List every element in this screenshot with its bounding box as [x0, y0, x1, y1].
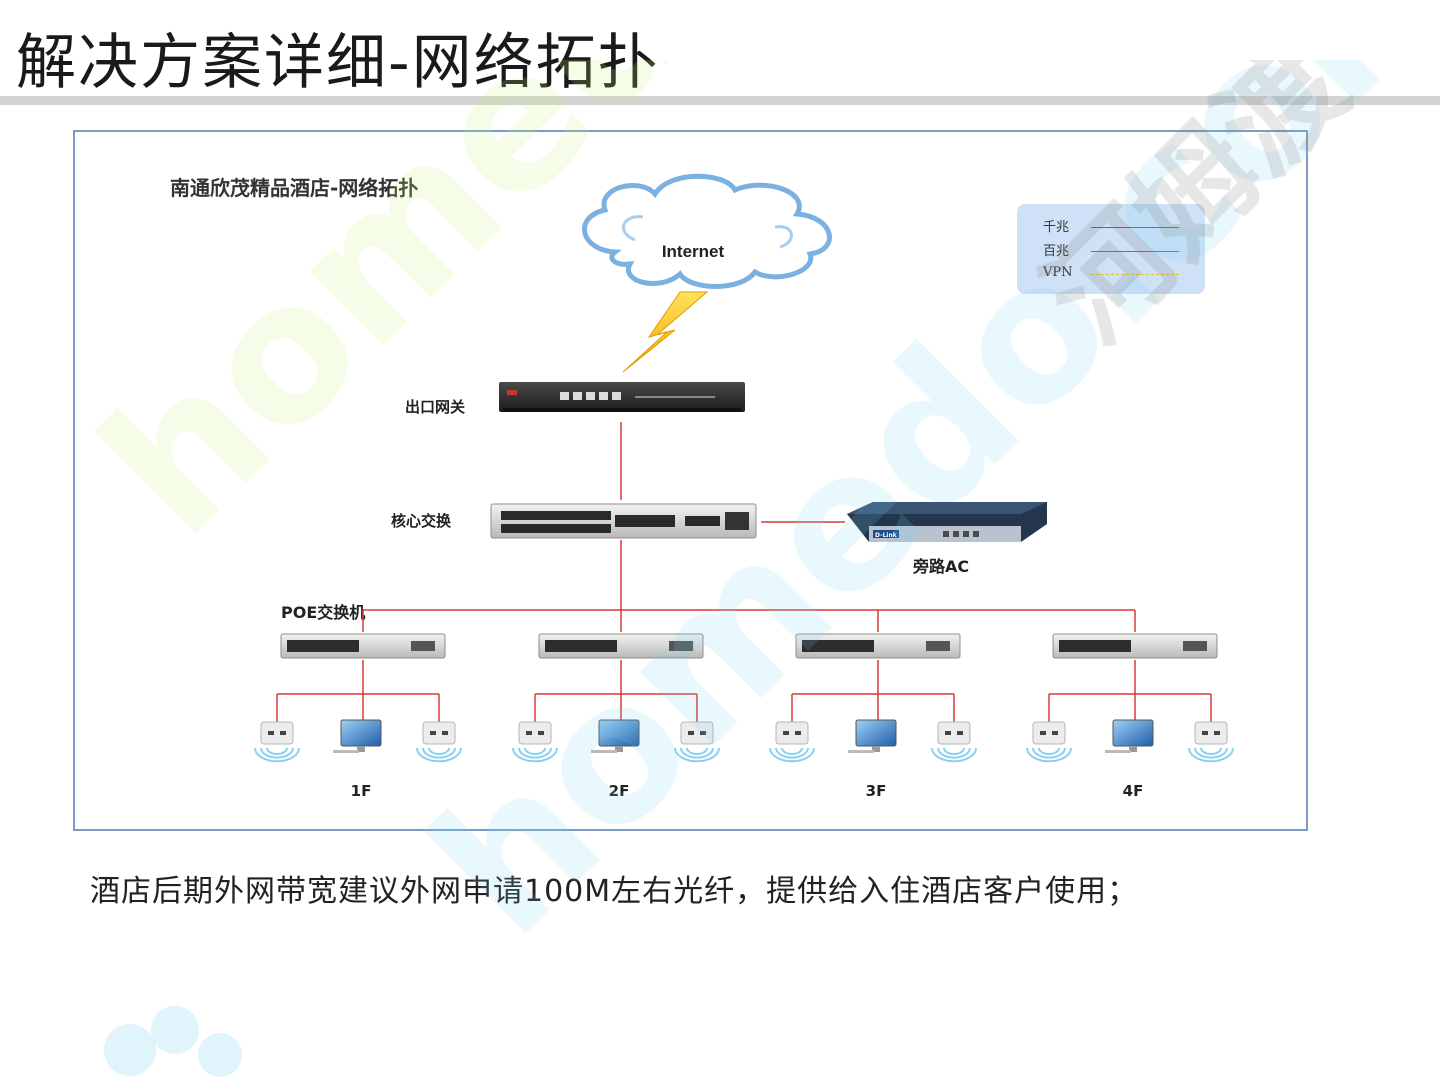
poe-switch-label: POE交换机	[281, 603, 365, 622]
bypass-ac-icon	[847, 502, 1047, 542]
gateway-router-icon	[499, 382, 745, 412]
floor-group-2F: 2F	[512, 610, 720, 800]
diagram-title: 南通欣茂精品酒店-网络拓扑	[170, 176, 419, 200]
poe-switch-icon	[538, 633, 704, 659]
poe-switch-icon	[1052, 633, 1218, 659]
floor-group-1F: 1F	[254, 610, 462, 800]
homedo-logo-icon	[104, 1006, 242, 1077]
internet-label: Internet	[662, 242, 725, 261]
floor-label-1F: 1F	[351, 782, 372, 800]
legend: 千兆 百兆 VPN	[1017, 204, 1205, 294]
legend-label-vpn: VPN	[1043, 265, 1073, 280]
desktop-pc-icon	[591, 719, 640, 753]
desktop-pc-icon	[848, 719, 897, 753]
wireless-ap-icon	[1026, 721, 1072, 763]
legend-line-vpn	[1091, 274, 1179, 275]
slide-caption: 酒店后期外网带宽建议外网申请100M左右光纤，提供给入住酒店客户使用；	[90, 874, 1139, 909]
core-switch-ports	[501, 511, 720, 533]
floor-label-2F: 2F	[609, 782, 630, 800]
floor-groups: 1F 2F 3F 4F	[254, 610, 1234, 800]
wireless-ap-icon	[416, 721, 462, 763]
slide-title: 解决方案详细-网络拓扑	[16, 28, 660, 98]
desktop-pc-icon	[333, 719, 382, 753]
floor-label-3F: 3F	[866, 782, 887, 800]
legend-label-100m: 百兆	[1043, 244, 1070, 259]
legend-label-gigabit: 千兆	[1043, 220, 1070, 235]
ac-label: 旁路AC	[912, 557, 969, 576]
network-topology-diagram: 南通欣茂精品酒店-网络拓扑 千兆 百兆 VPN	[73, 130, 1308, 831]
gateway-label: 出口网关	[405, 398, 465, 416]
legend-line-100m	[1091, 251, 1179, 252]
legend-line-gigabit	[1091, 227, 1179, 228]
poe-switch-icon	[280, 633, 446, 659]
ac-brand-label: D-Link	[875, 532, 898, 539]
floor-group-3F: 3F	[769, 610, 977, 800]
desktop-pc-icon	[1105, 719, 1154, 753]
internet-cloud-icon	[582, 173, 832, 289]
wireless-ap-icon	[512, 721, 558, 763]
wireless-ap-icon	[254, 721, 300, 763]
wireless-ap-icon	[1188, 721, 1234, 763]
wireless-ap-icon	[931, 721, 977, 763]
title-divider	[0, 96, 1440, 105]
floor-label-4F: 4F	[1123, 782, 1144, 800]
poe-switch-icon	[795, 633, 961, 659]
topology-svg: Internet 出口网关	[254, 173, 1234, 800]
floor-group-4F: 4F	[1026, 610, 1234, 800]
core-switch-icon	[490, 503, 757, 539]
core-switch-label: 核心交换	[391, 512, 452, 530]
wan-link-lightning-icon	[622, 291, 709, 373]
wireless-ap-icon	[674, 721, 720, 763]
wireless-ap-icon	[769, 721, 815, 763]
